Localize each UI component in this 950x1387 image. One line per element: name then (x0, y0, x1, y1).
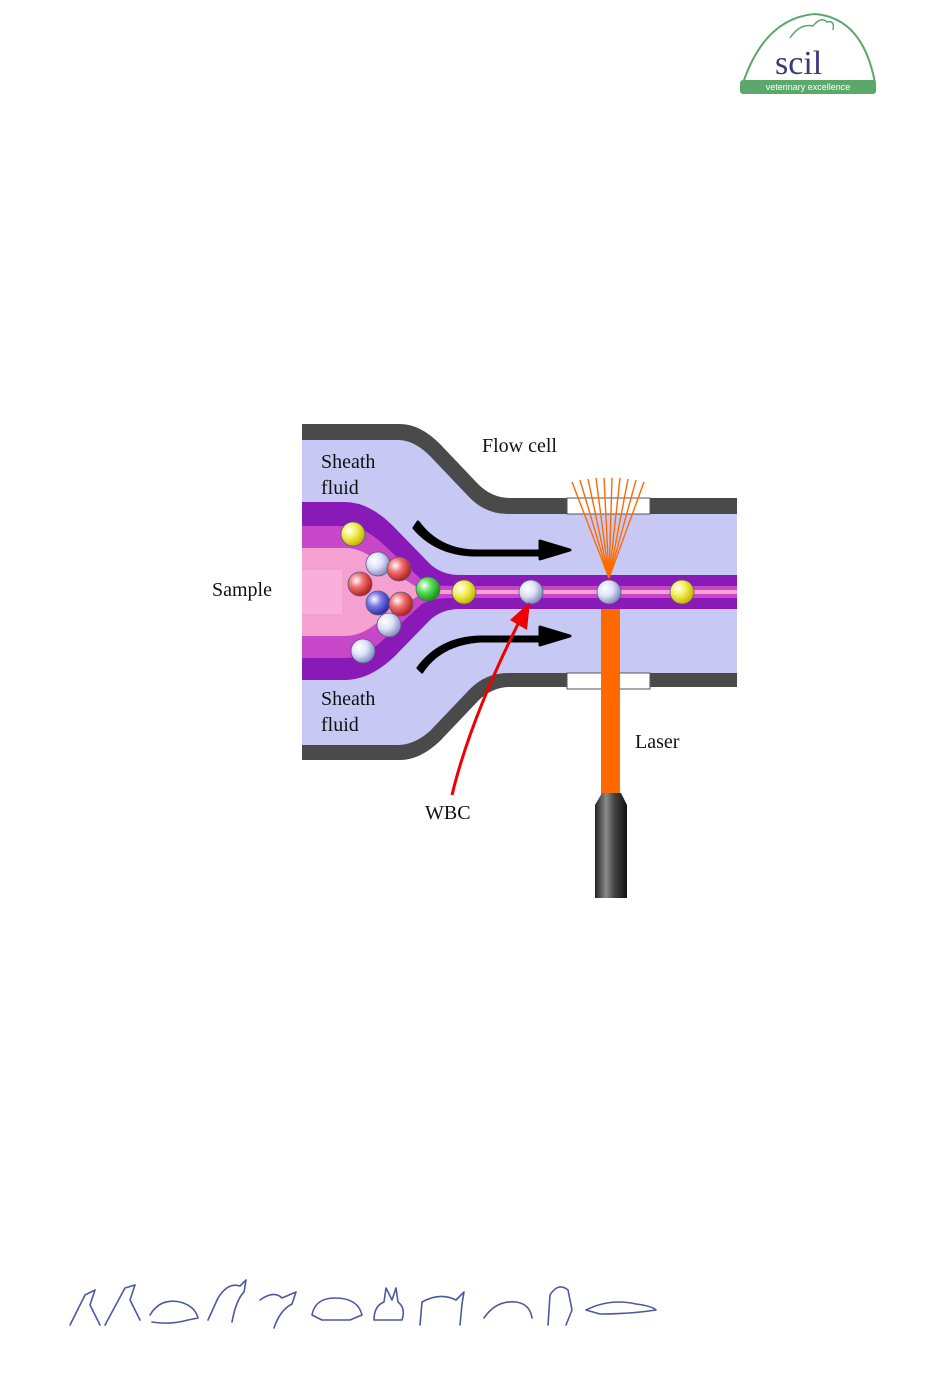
rabbit-icon (374, 1288, 403, 1320)
cell-red (387, 557, 411, 581)
cat-icon (150, 1301, 198, 1323)
sample-stream-light-band (302, 570, 342, 614)
goat-icon (420, 1292, 464, 1325)
ferret-icon (484, 1302, 532, 1318)
ferret-icon (586, 1302, 656, 1314)
sample-label: Sample (212, 579, 272, 601)
sheath-fluid-top-label-line1: Sheath (321, 451, 375, 473)
cell-red (389, 592, 413, 616)
cell-white-in-laser (597, 580, 621, 604)
horse-icon (208, 1280, 246, 1322)
cell-red (348, 572, 372, 596)
sheath-fluid-bottom-label-line1: Sheath (321, 688, 375, 710)
wbc-label: WBC (425, 802, 471, 824)
cell-white (351, 639, 375, 663)
horse-icon (260, 1292, 296, 1328)
cell-yellow (452, 580, 476, 604)
cell-yellow (341, 522, 365, 546)
flow-cell-label: Flow cell (482, 435, 557, 457)
cell-blue (366, 591, 390, 615)
cell-wbc (519, 580, 543, 604)
cell-white (366, 552, 390, 576)
pig-icon (312, 1298, 362, 1320)
bird-icon (105, 1285, 140, 1325)
laser-beam (601, 609, 620, 799)
bird-icon (70, 1290, 100, 1325)
laser-nozzle (595, 793, 627, 898)
cell-yellow (670, 580, 694, 604)
footer-animal-silhouettes (60, 1270, 670, 1335)
logo-word: scil (775, 45, 822, 82)
sheath-fluid-top-label-line2: fluid (321, 477, 359, 499)
laser-label: Laser (635, 731, 680, 753)
cell-white (377, 613, 401, 637)
dog-icon (548, 1287, 572, 1325)
sheath-fluid-bottom-label-line2: fluid (321, 714, 359, 736)
laser-beam-through-window (601, 673, 620, 689)
logo-tagline: veterinary excellence (766, 82, 851, 92)
cell-green (416, 577, 440, 601)
logo-animal-outline-icon (790, 20, 833, 38)
flow-cell-diagram: Flow cell Sheath fluid Sample Sheath flu… (200, 420, 760, 900)
scil-logo: scil veterinary excellence (735, 8, 880, 98)
